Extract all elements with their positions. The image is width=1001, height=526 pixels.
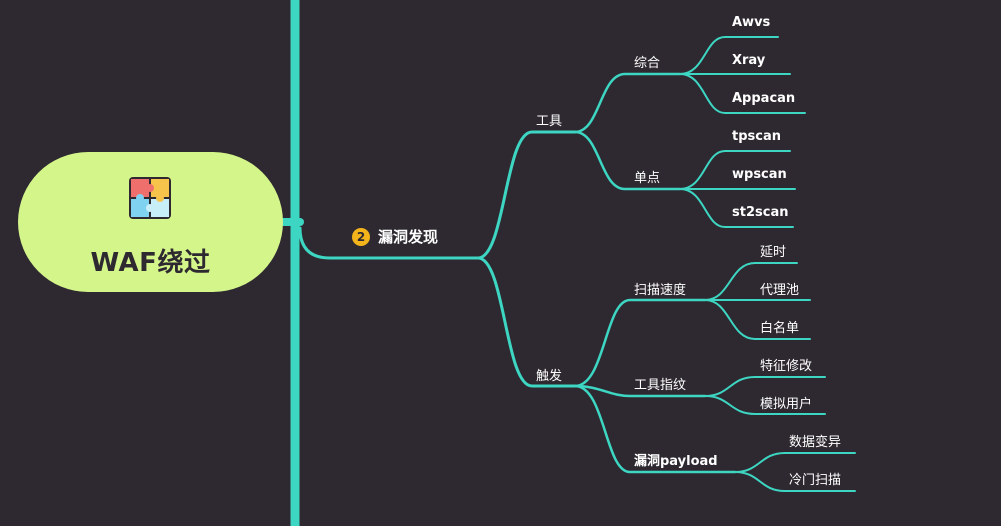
leaf-appacan[interactable]: Appacan [732, 91, 796, 106]
puzzle-icon [129, 177, 171, 219]
leaf-feature-modify[interactable]: 特征修改 [760, 359, 813, 374]
priority-badge: 2 [352, 227, 370, 246]
root-title: WAF绕过 [90, 248, 211, 278]
node-tool-fingerprint[interactable]: 工具指纹 [634, 378, 687, 393]
node-tools[interactable]: 工具 [536, 114, 563, 129]
leaf-delay[interactable]: 延时 [760, 245, 787, 260]
leaf-tpscan[interactable]: tpscan [732, 129, 781, 144]
branch-vuln-discovery[interactable]: 2 漏洞发现 [352, 226, 438, 247]
branch-label: 漏洞发现 [378, 228, 439, 246]
node-trigger[interactable]: 触发 [536, 369, 563, 384]
leaf-st2scan[interactable]: st2scan [732, 205, 789, 220]
leaf-wpscan[interactable]: wpscan [732, 167, 787, 182]
leaf-data-mutation[interactable]: 数据变异 [789, 435, 842, 450]
leaf-whitelist[interactable]: 白名单 [760, 321, 800, 336]
node-single-point[interactable]: 单点 [634, 171, 661, 186]
leaf-xray[interactable]: Xray [732, 53, 766, 68]
leaf-rare-scan[interactable]: 冷门扫描 [789, 473, 842, 488]
node-scan-speed[interactable]: 扫描速度 [634, 283, 687, 298]
node-comprehensive[interactable]: 综合 [634, 56, 661, 71]
root-node[interactable]: WAF绕过 [18, 152, 283, 292]
leaf-proxy-pool[interactable]: 代理池 [760, 283, 800, 298]
node-vuln-payload[interactable]: 漏洞payload [634, 454, 718, 469]
leaf-awvs[interactable]: Awvs [732, 15, 771, 30]
leaf-simulate-user[interactable]: 模拟用户 [760, 397, 813, 412]
